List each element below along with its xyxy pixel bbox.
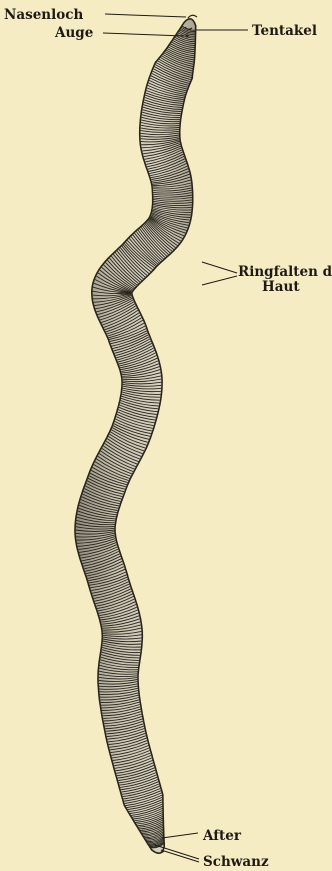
- leader-auge: [103, 33, 184, 36]
- label-ringfalten-line2: Haut: [262, 279, 300, 295]
- leader-schwanz-b: [161, 850, 199, 862]
- leader-ringfalten-b: [202, 276, 237, 285]
- eye-dot: [185, 34, 188, 37]
- label-auge: Auge: [54, 25, 93, 41]
- label-after: After: [202, 828, 242, 844]
- leader-nasenloch: [105, 14, 186, 17]
- leader-ringfalten-a: [202, 262, 237, 273]
- label-tentakel: Tentakel: [252, 23, 317, 39]
- leader-after: [162, 833, 198, 838]
- label-ringfalten-line1: Ringfalten der: [238, 264, 332, 280]
- label-nasenloch: Nasenloch: [4, 7, 83, 23]
- label-schwanz: Schwanz: [203, 854, 269, 870]
